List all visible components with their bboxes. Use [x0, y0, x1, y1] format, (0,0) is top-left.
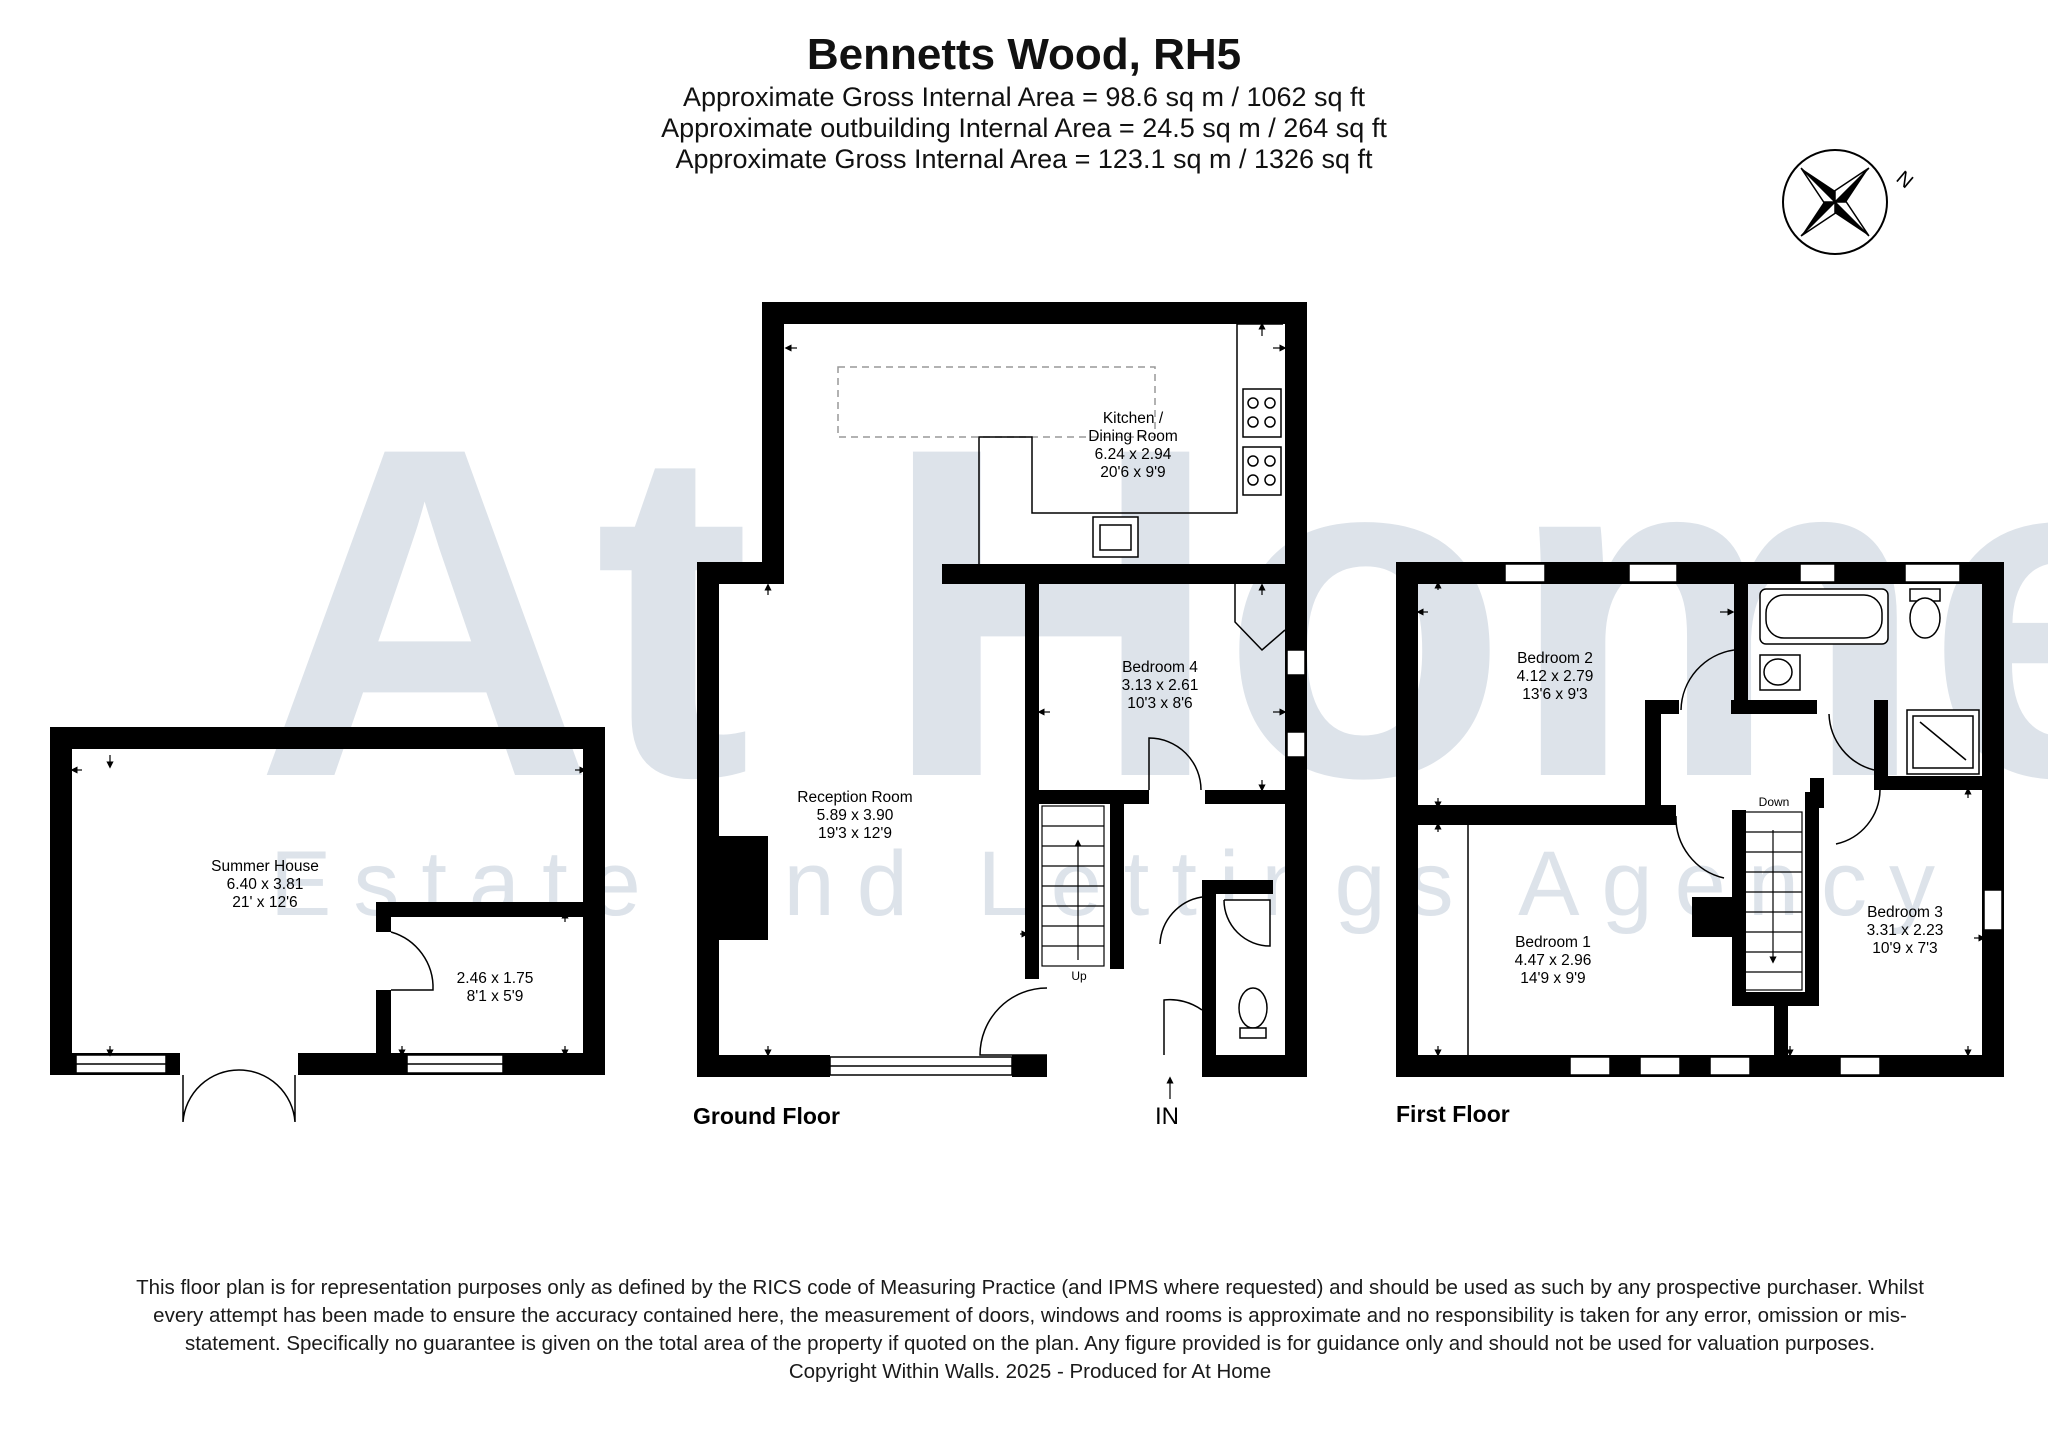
bedroom1-imperial: 14'9 x 9'9 [1520, 970, 1585, 987]
outbuilding-internal-area: Approximate outbuilding Internal Area = … [661, 113, 1387, 143]
stairs-up-label: Up [1071, 969, 1087, 983]
bedroom4-name: Bedroom 4 [1122, 659, 1198, 676]
kitchen-name-line2: Dining Room [1088, 428, 1178, 445]
bedroom3-metric: 3.31 x 2.23 [1867, 922, 1944, 939]
total-gross-internal-area: Approximate Gross Internal Area = 123.1 … [675, 144, 1373, 174]
watermark-tagline: Estate and Lettings Agency [270, 833, 1957, 935]
compass-north-label: N [1892, 167, 1917, 193]
kitchen-imperial: 20'6 x 9'9 [1100, 464, 1165, 481]
header: Bennetts Wood, RH5 Approximate Gross Int… [0, 28, 2048, 175]
bedroom1-name: Bedroom 1 [1515, 934, 1591, 951]
first-floor-label: First Floor [1396, 1101, 1510, 1127]
ground-floor-fixtures [717, 322, 1306, 1099]
bedroom2-imperial: 13'6 x 9'3 [1522, 686, 1587, 703]
kitchen-metric: 6.24 x 2.94 [1095, 446, 1172, 463]
summer-house-fixtures [70, 755, 587, 1123]
first-floor-fixtures [1416, 563, 2003, 1076]
reception-name: Reception Room [797, 789, 912, 806]
store-metric: 2.46 x 1.75 [457, 970, 534, 987]
ground-floor-walls [697, 302, 1307, 1077]
bedroom3-name: Bedroom 3 [1867, 904, 1943, 921]
stairs-down-label: Down [1759, 795, 1790, 809]
copyright-text: Copyright Within Walls. 2025 - Produced … [788, 1360, 1272, 1383]
ground-floor-labels: Kitchen / Dining Room 6.24 x 2.94 20'6 x… [797, 410, 1198, 1130]
bedroom4-imperial: 10'3 x 8'6 [1127, 695, 1192, 712]
ground-floor-label: Ground Floor [693, 1103, 840, 1129]
bedroom2-name: Bedroom 2 [1517, 650, 1593, 667]
compass-rose-icon: N [1782, 149, 1917, 255]
summer-house-labels: Summer House 6.40 x 3.81 21' x 12'6 2.46… [211, 858, 533, 1005]
reception-metric: 5.89 x 3.90 [817, 807, 894, 824]
disclaimer-text: This floor plan is for representation pu… [136, 1276, 1924, 1355]
reception-imperial: 19'3 x 12'9 [818, 825, 892, 842]
summer-house-imperial: 21' x 12'6 [232, 894, 297, 911]
summer-house-metric: 6.40 x 3.81 [227, 876, 304, 893]
bedroom1-metric: 4.47 x 2.96 [1515, 952, 1592, 969]
bedroom4-metric: 3.13 x 2.61 [1122, 677, 1199, 694]
first-floor-labels: Bedroom 2 4.12 x 2.79 13'6 x 9'3 Bedroom… [1515, 650, 1944, 987]
summer-house-name: Summer House [211, 858, 319, 875]
disclaimer: This floor plan is for representation pu… [130, 1274, 1930, 1386]
entrance-label: IN [1155, 1103, 1179, 1130]
store-imperial: 8'1 x 5'9 [467, 988, 524, 1005]
bedroom3-imperial: 10'9 x 7'3 [1872, 940, 1937, 957]
bedroom2-metric: 4.12 x 2.79 [1517, 668, 1594, 685]
plan-title: Bennetts Wood, RH5 [806, 30, 1242, 79]
kitchen-name: Kitchen / [1103, 410, 1164, 427]
gross-internal-area: Approximate Gross Internal Area = 98.6 s… [682, 82, 1366, 112]
